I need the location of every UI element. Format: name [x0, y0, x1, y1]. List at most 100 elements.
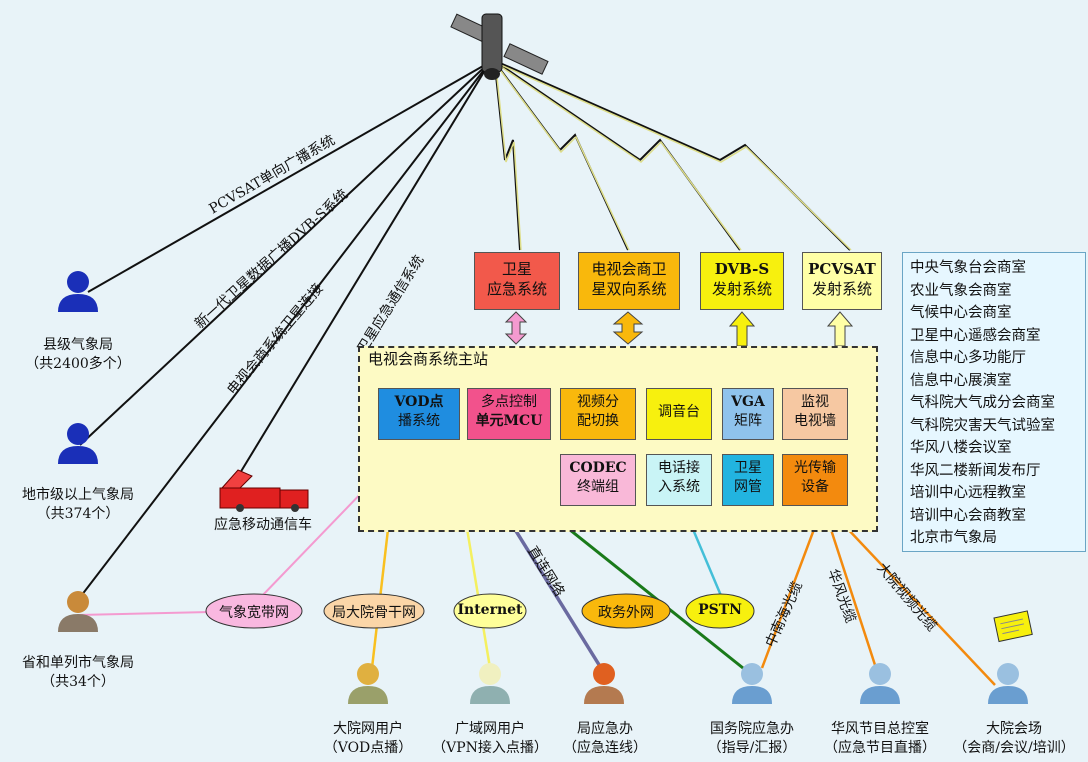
cloud-gov-extranet: 政务外网: [598, 605, 654, 621]
module-line1: 监视: [801, 394, 829, 410]
arrow-sat-duplex: [612, 311, 644, 345]
system-line1: PCVSAT: [808, 260, 876, 278]
link-province: [77, 61, 491, 601]
module-mixer[interactable]: 调音台: [646, 388, 712, 440]
system-line1: DVB-S: [714, 260, 770, 278]
meeting-rooms-panel: 中央气象台会商室 农业气象会商室 气候中心会商室 卫星中心遥感会商室 信息中心多…: [902, 252, 1086, 552]
system-line1: 卫星: [501, 260, 532, 278]
main-station-title: 电视会商系统主站: [368, 350, 489, 368]
user-count: （共374个）: [36, 506, 120, 522]
module-codec[interactable]: CODEC 终端组: [560, 454, 636, 506]
user-county: 县级气象局 （共2400多个）: [18, 336, 138, 374]
module-line2: 播系统: [398, 413, 440, 429]
room-item: 信息中心展演室: [910, 372, 1012, 389]
user-name: 国务院应急办: [710, 721, 794, 737]
room-item: 华风二楼新闻发布厅: [910, 462, 1041, 479]
module-line2: 矩阵: [734, 413, 762, 429]
vehicle-icon: [219, 469, 309, 512]
user-bureau-emergency: 局应急办 （应急连线）: [556, 720, 654, 758]
user-role: （指导/汇报）: [707, 740, 797, 756]
module-line2: 单元MCU: [475, 413, 543, 429]
user-count: （共34个）: [41, 674, 115, 690]
satellite-icon: [450, 13, 549, 80]
room-item: 卫星中心遥感会商室: [910, 327, 1041, 344]
room-item: 信息中心多功能厅: [910, 350, 1026, 366]
cloud-shapes: [205, 593, 755, 629]
user-name: 大院网用户: [333, 721, 403, 737]
user-campus-venue: 大院会场 （会商/会议/培训）: [944, 720, 1084, 758]
room-item: 华风八楼会议室: [910, 440, 1012, 456]
module-line2: 配切换: [577, 413, 619, 429]
room-item: 气科院大气成分会商室: [910, 395, 1055, 411]
person-icons: [58, 271, 1028, 704]
module-tv-wall[interactable]: 监视电视墙: [782, 388, 848, 440]
module-line1: 视频分: [577, 394, 619, 410]
arrow-pcvsat: [826, 311, 854, 347]
user-role: （VOD点播）: [323, 740, 413, 756]
user-name: 地市级以上气象局: [22, 487, 134, 503]
user-role: （会商/会议/培训）: [953, 740, 1075, 756]
user-state-council: 国务院应急办 （指导/汇报）: [696, 720, 808, 758]
system-line1: 电视会商卫: [591, 260, 667, 278]
user-role: （VPN接入点播）: [432, 740, 548, 756]
module-vod[interactable]: VOD点播系统: [378, 388, 460, 440]
link-city: [79, 61, 491, 446]
module-line1: 光传输: [794, 460, 836, 476]
system-line2: 星双向系统: [591, 280, 667, 298]
arrow-sat-emergency: [504, 311, 528, 345]
link-sat-emergency: [494, 65, 521, 251]
module-line1: 电话接: [658, 460, 700, 476]
room-item: 气科院灾害天气试验室: [910, 417, 1055, 434]
module-line1: CODEC: [569, 460, 627, 476]
module-vga[interactable]: VGA 矩阵: [722, 388, 774, 440]
system-line2: 发射系统: [711, 280, 772, 298]
user-name: 大院会场: [986, 721, 1042, 737]
module-line1: VOD点: [394, 394, 444, 410]
link-county: [87, 61, 491, 293]
module-line2: 入系统: [658, 479, 700, 495]
user-role: （应急节目直播）: [824, 740, 936, 756]
system-satellite-emergency[interactable]: 卫星应急系统: [474, 252, 560, 310]
system-dvbs[interactable]: DVB-S 发射系统: [700, 252, 784, 310]
system-pcvsat[interactable]: PCVSAT 发射系统: [802, 252, 882, 310]
room-item: 气候中心会商室: [910, 305, 1012, 321]
cloud-meteo-broadband: 气象宽带网: [219, 605, 289, 621]
link-vehicle: [236, 61, 491, 479]
user-name: 华风节目总控室: [831, 721, 929, 737]
vehicle-label: 应急移动通信车: [214, 517, 312, 533]
user-count: （共2400多个）: [25, 356, 131, 372]
room-item: 培训中心会商教室: [910, 507, 1026, 524]
module-line2: 设备: [801, 479, 829, 495]
user-campus: 大院网用户 （VOD点播）: [312, 720, 424, 758]
user-name: 省和单列市气象局: [22, 655, 134, 671]
module-line1: 调音台: [658, 404, 700, 420]
module-line1: 多点控制: [481, 394, 537, 410]
module-line2: 电视墙: [794, 413, 836, 429]
user-name: 局应急办: [577, 721, 633, 737]
user-role: （应急连线）: [563, 740, 647, 756]
note-icon: [993, 610, 1033, 643]
room-item: 中央气象台会商室: [910, 260, 1026, 276]
room-item: 培训中心远程教室: [910, 485, 1026, 501]
module-mcu[interactable]: 多点控制单元MCU: [467, 388, 551, 440]
user-huafeng-control: 华风节目总控室 （应急节目直播）: [814, 720, 946, 758]
system-line2: 发射系统: [811, 280, 872, 298]
module-satellite-nms[interactable]: 卫星网管: [722, 454, 774, 506]
module-optical[interactable]: 光传输设备: [782, 454, 848, 506]
link-dvbs: [498, 63, 741, 251]
cloud-pstn: PSTN: [698, 602, 742, 618]
system-line2: 应急系统: [486, 280, 547, 298]
cloud-internet: Internet: [457, 602, 523, 618]
module-line1: VGA: [731, 394, 765, 410]
user-name: 广域网用户: [455, 721, 525, 737]
user-wan: 广域网用户 （VPN接入点播）: [428, 720, 552, 758]
system-conference-duplex[interactable]: 电视会商卫星双向系统: [578, 252, 680, 310]
module-line2: 终端组: [577, 479, 619, 495]
module-phone-access[interactable]: 电话接入系统: [646, 454, 712, 506]
room-item: 农业气象会商室: [910, 282, 1012, 299]
link-pcvsat: [499, 62, 851, 251]
room-item: 北京市气象局: [910, 530, 997, 546]
module-video-switch[interactable]: 视频分配切换: [560, 388, 636, 440]
user-name: 县级气象局: [43, 337, 113, 353]
cloud-campus-backbone: 局大院骨干网: [332, 605, 416, 621]
